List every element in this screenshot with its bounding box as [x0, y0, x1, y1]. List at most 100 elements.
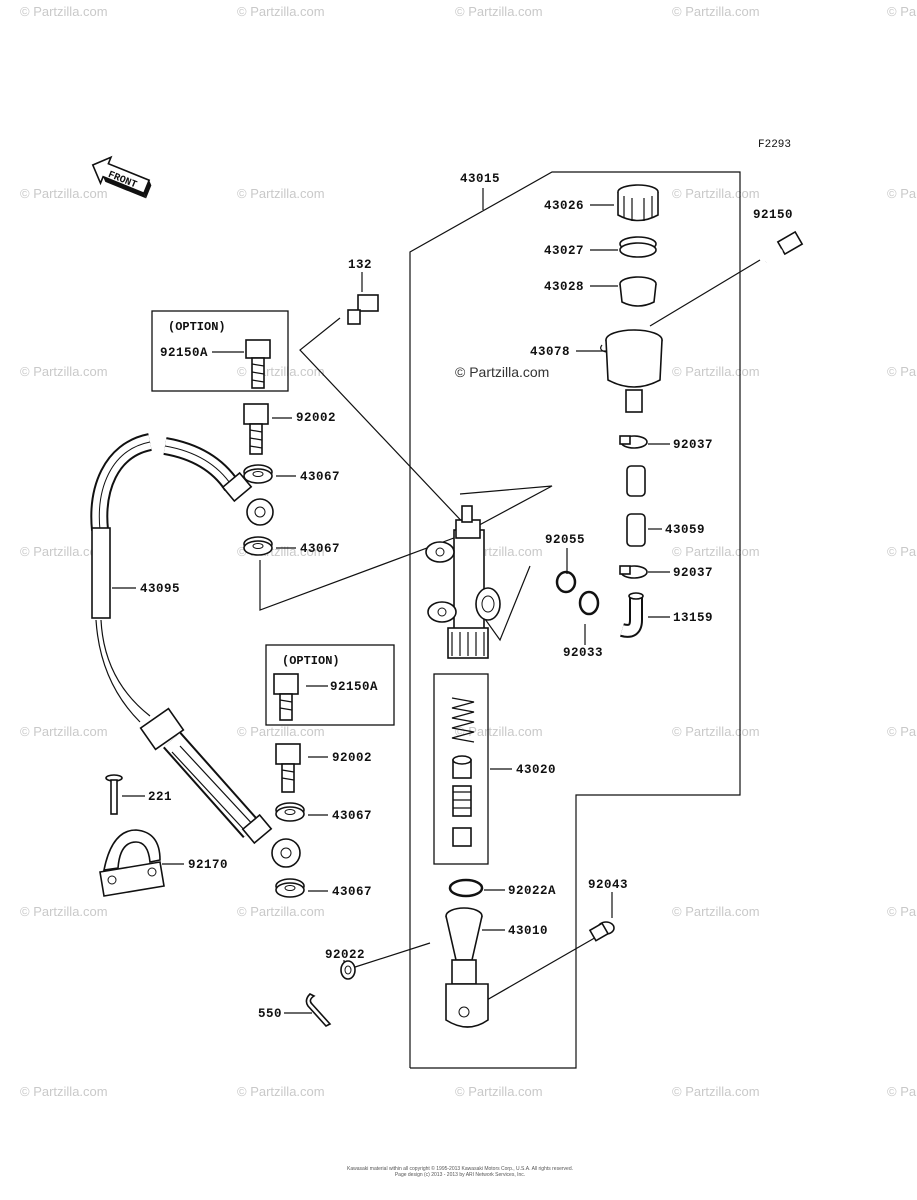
part-washer-43067-d: [275, 878, 305, 898]
label-92150: 92150: [753, 208, 793, 222]
watermark: © Partzilla.com: [887, 1084, 917, 1099]
label-92043: 92043: [588, 878, 628, 892]
part-master-cylinder-43015: [425, 505, 501, 659]
label-43067-c: 43067: [332, 809, 372, 823]
label-43067-a: 43067: [300, 470, 340, 484]
watermark: © Partzilla.com: [672, 186, 760, 201]
label-92037-a: 92037: [673, 438, 713, 452]
copyright-line-1: Kawasaki material within all copyright ©…: [346, 1166, 573, 1172]
assembly-outline: [410, 248, 741, 1069]
label-43067-b: 43067: [300, 542, 340, 556]
label-221: 221: [148, 790, 172, 804]
part-clamp-92170: [99, 829, 165, 897]
label-92002-a: 92002: [296, 411, 336, 425]
part-bolt-132: [347, 294, 379, 325]
label-92055: 92055: [545, 533, 585, 547]
option-box-2: (OPTION) 92150A: [265, 644, 395, 726]
watermark: © Partzilla.com: [887, 544, 917, 559]
label-43078: 43078: [530, 345, 570, 359]
label-92022A: 92022A: [508, 884, 556, 898]
watermark: © Partzilla.com: [887, 4, 917, 19]
label-92037-b: 92037: [673, 566, 713, 580]
part-pipe-13159: [620, 592, 644, 638]
watermark: © Partzilla.com: [20, 4, 108, 19]
part-reservoir-43078: [600, 329, 663, 413]
part-hose-43095: [90, 433, 301, 868]
part-clamp-92037-a: [619, 435, 648, 449]
watermark: © Partzilla.com: [237, 1084, 325, 1099]
watermark: © Partzilla.com: [672, 544, 760, 559]
label-43010: 43010: [508, 924, 548, 938]
watermark: © Partzilla.com: [672, 1084, 760, 1099]
copyright-text: Kawasaki material within all copyright ©…: [300, 1166, 620, 1178]
part-bolt-92150A-1: [245, 339, 271, 389]
part-cap-43026: [617, 184, 659, 222]
watermark: © Partzilla.com: [887, 186, 917, 201]
watermark: © Partzilla.com: [20, 724, 108, 739]
copyright-line-2: Page design (c) 2013 - 2013 by ARI Netwo…: [394, 1172, 526, 1178]
watermark: © Partzilla.com: [672, 904, 760, 919]
label-13159: 13159: [673, 611, 713, 625]
label-43059: 43059: [665, 523, 705, 537]
watermark: © Partzilla.com: [672, 724, 760, 739]
part-circlip-92022A: [448, 878, 484, 898]
watermark: © Partzilla.com: [20, 544, 108, 559]
option-title: (OPTION): [282, 654, 340, 668]
watermark: © Partzilla.com: [237, 186, 325, 201]
part-cotter-pin-550: [305, 993, 332, 1027]
label-43028: 43028: [544, 280, 584, 294]
watermark: © Partzilla.com: [455, 4, 543, 19]
part-screw-221: [105, 774, 123, 815]
label-43067-d: 43067: [332, 885, 372, 899]
part-piston-kit-43020: [433, 673, 489, 865]
label-43027: 43027: [544, 244, 584, 258]
label-92002-b: 92002: [332, 751, 372, 765]
watermark: © Partzilla.com: [672, 364, 760, 379]
label-43015: 43015: [460, 172, 500, 186]
label-92033: 92033: [563, 646, 603, 660]
part-bolt-92150: [765, 230, 804, 264]
part-pin-92043: [588, 921, 615, 942]
label-550: 550: [258, 1007, 282, 1021]
assembly-outline-top: [409, 171, 741, 1068]
part-oring-92055: [555, 570, 577, 594]
label-43020: 43020: [516, 763, 556, 777]
part-washer-92022: [340, 960, 356, 980]
label-43095: 43095: [140, 582, 180, 596]
option-title: (OPTION): [168, 320, 226, 334]
watermark: © Partzilla.com: [887, 904, 917, 919]
watermark: © Partzilla.com: [237, 364, 325, 379]
center-watermark: © Partzilla.com: [455, 364, 549, 380]
part-hose-43059: [626, 465, 646, 547]
watermark: © Partzilla.com: [455, 1084, 543, 1099]
part-circlip-92033: [578, 590, 600, 616]
watermark: © Partzilla.com: [455, 724, 543, 739]
option-box-1: (OPTION) 92150A: [151, 310, 289, 392]
watermark: © Partzilla.com: [887, 724, 917, 739]
watermark: © Partzilla.com: [20, 186, 108, 201]
watermark: © Partzilla.com: [237, 724, 325, 739]
option-part: 92150A: [160, 346, 208, 360]
label-92022: 92022: [325, 948, 365, 962]
label-92170: 92170: [188, 858, 228, 872]
part-washer-43067-c: [275, 802, 305, 822]
part-pushrod-43010: [445, 907, 489, 1028]
part-plate-43027: [619, 236, 657, 258]
option-part: 92150A: [330, 680, 378, 694]
label-132: 132: [348, 258, 372, 272]
label-43026: 43026: [544, 199, 584, 213]
part-diaphragm-43028: [619, 276, 657, 307]
part-washer-43067-a: [243, 464, 273, 484]
labels: 43015 43026 43027 43028 43078 92150 132 …: [112, 172, 793, 1021]
watermark: © Partzilla.com: [887, 364, 917, 379]
watermark: © Partzilla.com: [20, 1084, 108, 1099]
watermark: © Partzilla.com: [237, 4, 325, 19]
part-clamp-92037-b: [619, 565, 648, 579]
watermark: © Partzilla.com: [20, 904, 108, 919]
part-bolt-92150A-2: [273, 673, 299, 721]
connection-lines: [259, 317, 606, 1013]
figure-code: F2293: [758, 139, 791, 151]
part-bolt-92002-b: [275, 743, 301, 793]
part-bolt-92002-a: [243, 403, 269, 455]
